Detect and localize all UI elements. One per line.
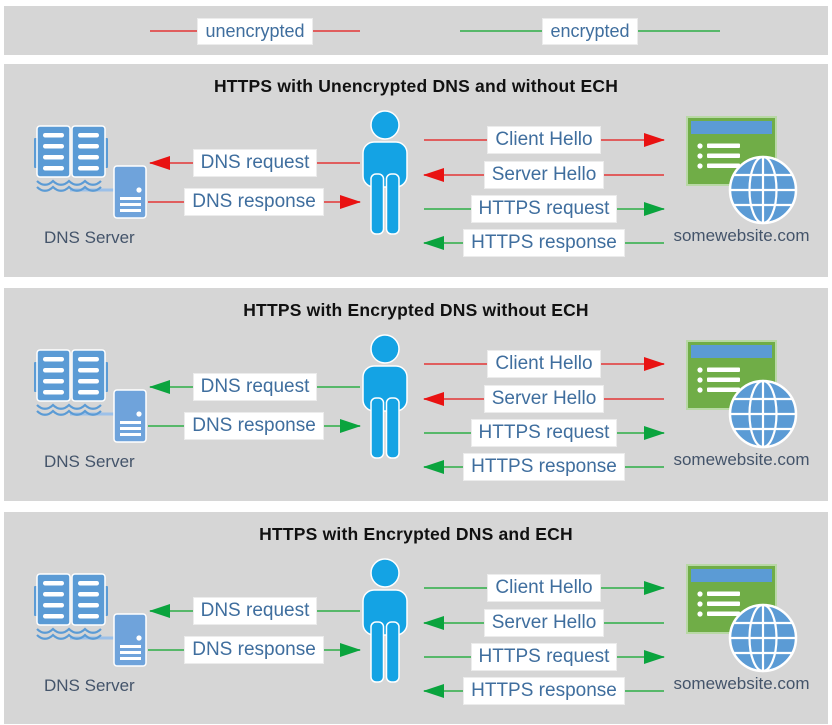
arrowhead-right-icon: [644, 426, 665, 440]
arrow-label: DNS response: [184, 188, 324, 216]
arrow-label: DNS request: [192, 597, 318, 625]
person-icon: [356, 110, 414, 240]
arrowhead-left-icon: [423, 616, 444, 630]
arrow-label: HTTPS response: [463, 229, 625, 257]
arrowhead-left-icon: [149, 380, 170, 394]
arrowhead-left-icon: [149, 156, 170, 170]
arrow-https-response: HTTPS response: [423, 229, 664, 257]
dns-server-icon: [34, 572, 148, 668]
website-icon: [686, 340, 804, 452]
arrow-server-hello: Server Hello: [423, 161, 664, 189]
arrow-dns-response: DNS response: [148, 412, 361, 440]
person-icon: [356, 558, 414, 688]
arrow-label: Client Hello: [487, 350, 601, 378]
panel-encrypted-dns-with-ech: HTTPS with Encrypted DNS and ECH DNS Ser…: [4, 512, 828, 724]
arrowhead-right-icon: [340, 643, 361, 657]
arrow-label: DNS request: [192, 149, 318, 177]
arrow-https-response: HTTPS response: [423, 677, 664, 705]
arrowhead-left-icon: [423, 168, 444, 182]
arrow-label: HTTPS request: [470, 195, 618, 223]
arrowhead-right-icon: [644, 133, 665, 147]
arrowhead-left-icon: [423, 684, 444, 698]
legend-item-unencrypted: unencrypted: [150, 16, 360, 46]
arrow-label: Server Hello: [483, 161, 605, 189]
arrow-client-hello: Client Hello: [424, 574, 665, 602]
arrow-label: DNS response: [184, 636, 324, 664]
arrowhead-left-icon: [149, 604, 170, 618]
arrow-https-response: HTTPS response: [423, 453, 664, 481]
arrow-dns-response: DNS response: [148, 636, 361, 664]
website-caption: somewebsite.com: [673, 226, 810, 245]
arrow-label: HTTPS response: [463, 453, 625, 481]
arrow-label: DNS response: [184, 412, 324, 440]
dns-server-icon: [34, 348, 148, 444]
arrow-dns-request: DNS request: [149, 597, 360, 625]
arrow-label: Client Hello: [487, 574, 601, 602]
arrow-https-request: HTTPS request: [424, 419, 665, 447]
arrow-label: DNS request: [192, 373, 318, 401]
website-caption: somewebsite.com: [673, 450, 810, 469]
arrow-client-hello: Client Hello: [424, 126, 665, 154]
arrowhead-right-icon: [644, 581, 665, 595]
arrow-dns-request: DNS request: [149, 149, 360, 177]
legend-encrypted-label: encrypted: [542, 17, 638, 45]
website-icon: [686, 564, 804, 676]
dns-server-caption: DNS Server: [44, 228, 135, 247]
panel-title: HTTPS with Encrypted DNS and ECH: [259, 524, 573, 544]
arrow-label: HTTPS response: [463, 677, 625, 705]
arrow-dns-response: DNS response: [148, 188, 361, 216]
legend-unencrypted-label: unencrypted: [197, 17, 313, 45]
person-icon: [356, 334, 414, 464]
arrow-server-hello: Server Hello: [423, 385, 664, 413]
arrow-label: Client Hello: [487, 126, 601, 154]
dns-server-caption: DNS Server: [44, 676, 135, 695]
arrowhead-left-icon: [423, 392, 444, 406]
panel-encrypted-dns-no-ech: HTTPS with Encrypted DNS without ECH DNS…: [4, 288, 828, 501]
arrow-label: HTTPS request: [470, 643, 618, 671]
arrow-https-request: HTTPS request: [424, 195, 665, 223]
arrow-server-hello: Server Hello: [423, 609, 664, 637]
arrowhead-right-icon: [644, 650, 665, 664]
arrowhead-left-icon: [423, 460, 444, 474]
arrow-label: HTTPS request: [470, 419, 618, 447]
panel-unencrypted-dns-no-ech: HTTPS with Unencrypted DNS and without E…: [4, 64, 828, 277]
dns-server-caption: DNS Server: [44, 452, 135, 471]
website-caption: somewebsite.com: [673, 674, 810, 693]
arrow-https-request: HTTPS request: [424, 643, 665, 671]
legend-bar: unencrypted encrypted: [4, 6, 828, 55]
arrowhead-left-icon: [423, 236, 444, 250]
arrowhead-right-icon: [340, 419, 361, 433]
panel-title: HTTPS with Unencrypted DNS and without E…: [213, 76, 619, 96]
legend-item-encrypted: encrypted: [460, 16, 720, 46]
arrow-label: Server Hello: [483, 609, 605, 637]
panel-title: HTTPS with Encrypted DNS without ECH: [243, 300, 589, 320]
arrow-dns-request: DNS request: [149, 373, 360, 401]
arrow-label: Server Hello: [483, 385, 605, 413]
dns-server-icon: [34, 124, 148, 220]
arrowhead-right-icon: [340, 195, 361, 209]
arrowhead-right-icon: [644, 357, 665, 371]
arrowhead-right-icon: [644, 202, 665, 216]
arrow-client-hello: Client Hello: [424, 350, 665, 378]
website-icon: [686, 116, 804, 228]
